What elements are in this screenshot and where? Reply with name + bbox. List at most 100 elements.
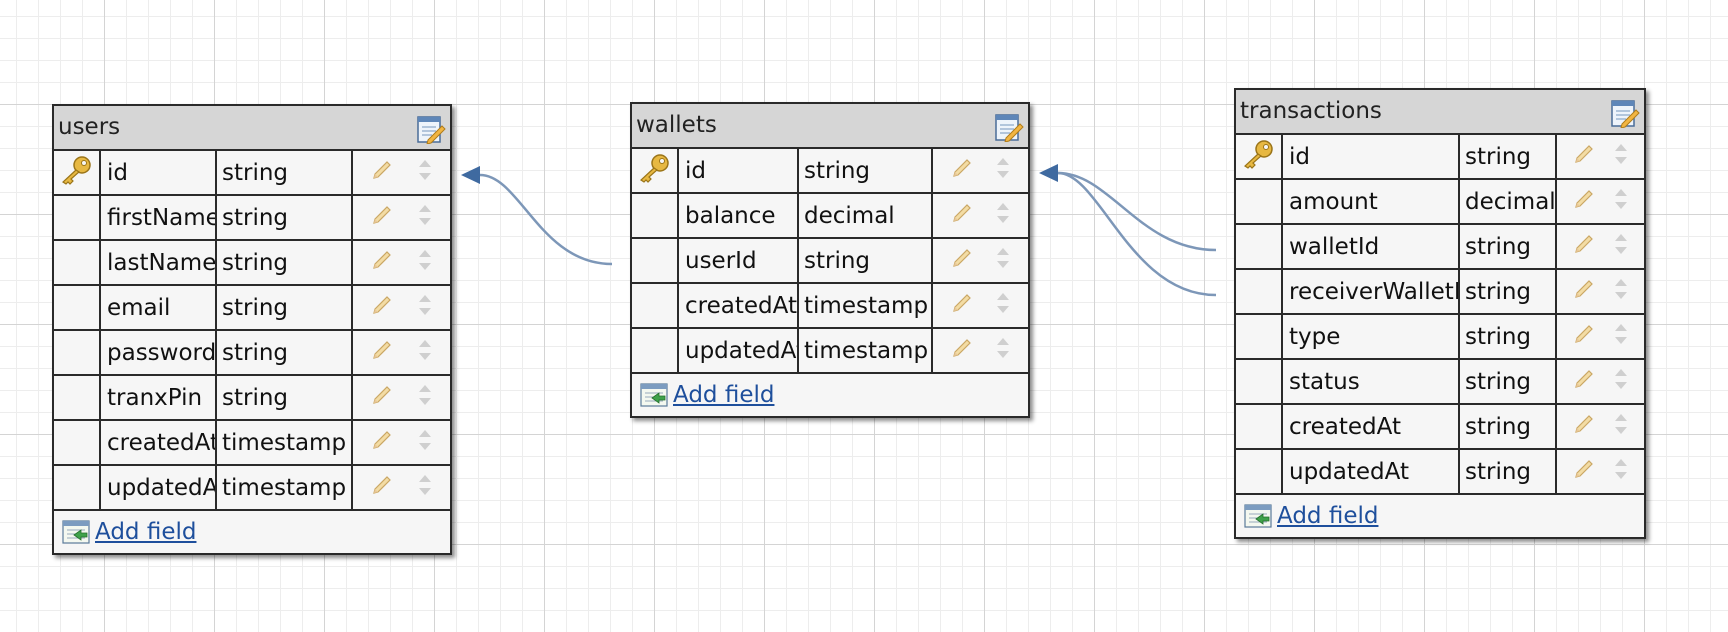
field-name[interactable]: status	[1283, 360, 1460, 403]
up-down-arrows-icon[interactable]	[995, 200, 1011, 232]
up-down-arrows-icon[interactable]	[417, 157, 433, 189]
pencil-icon[interactable]	[370, 428, 394, 458]
wallets-table-header[interactable]: wallets	[632, 104, 1028, 149]
field-name[interactable]: tranxPin	[101, 376, 217, 419]
up-down-arrows-icon[interactable]	[417, 247, 433, 279]
field-type[interactable]: string	[217, 376, 353, 419]
field-name[interactable]: userId	[679, 239, 799, 282]
field-type[interactable]: string	[1460, 135, 1557, 178]
field-name[interactable]: firstName	[101, 196, 217, 239]
field-type[interactable]: string	[217, 241, 353, 284]
add-field-link[interactable]: Add field	[1277, 503, 1379, 529]
field-name[interactable]: id	[1283, 135, 1460, 178]
pencil-icon[interactable]	[950, 201, 974, 231]
pencil-icon[interactable]	[950, 336, 974, 366]
pencil-icon[interactable]	[1572, 277, 1596, 307]
up-down-arrows-icon[interactable]	[1613, 186, 1629, 218]
field-type[interactable]: timestamp	[217, 466, 353, 509]
field-type[interactable]: string	[799, 239, 933, 282]
field-type[interactable]: decimal	[799, 194, 933, 237]
add-field-icon[interactable]	[1244, 504, 1272, 528]
field-name[interactable]: updatedAt	[679, 329, 799, 372]
field-type[interactable]: string	[1460, 360, 1557, 403]
field-type[interactable]: string	[1460, 315, 1557, 358]
field-type[interactable]: timestamp	[799, 284, 933, 327]
pencil-icon[interactable]	[1572, 367, 1596, 397]
up-down-arrows-icon[interactable]	[417, 472, 433, 504]
pencil-icon[interactable]	[1572, 412, 1596, 442]
pencil-icon[interactable]	[1572, 232, 1596, 262]
relation-transactions-receiverWalletId-to-wallets-id[interactable]	[1057, 171, 1217, 297]
pencil-icon[interactable]	[1572, 142, 1596, 172]
pencil-icon[interactable]	[1572, 187, 1596, 217]
field-type[interactable]: timestamp	[217, 421, 353, 464]
field-name[interactable]: id	[101, 151, 217, 194]
field-name[interactable]: createdAt	[1283, 405, 1460, 448]
pencil-icon[interactable]	[370, 338, 394, 368]
add-field-icon[interactable]	[62, 520, 90, 544]
pencil-icon[interactable]	[370, 203, 394, 233]
field-type[interactable]: timestamp	[799, 329, 933, 372]
field-type[interactable]: string	[1460, 225, 1557, 268]
pencil-icon[interactable]	[370, 158, 394, 188]
add-field-icon[interactable]	[640, 383, 668, 407]
field-type[interactable]: string	[217, 196, 353, 239]
field-type[interactable]: string	[1460, 450, 1557, 493]
pencil-icon[interactable]	[370, 473, 394, 503]
field-type[interactable]: string	[799, 149, 933, 192]
notepad-edit-icon[interactable]	[994, 112, 1024, 142]
pencil-icon[interactable]	[950, 291, 974, 321]
pencil-icon[interactable]	[1572, 457, 1596, 487]
field-type[interactable]: string	[217, 286, 353, 329]
field-name[interactable]: email	[101, 286, 217, 329]
up-down-arrows-icon[interactable]	[995, 335, 1011, 367]
field-name[interactable]: lastName	[101, 241, 217, 284]
notepad-edit-icon[interactable]	[1610, 98, 1640, 128]
up-down-arrows-icon[interactable]	[417, 382, 433, 414]
up-down-arrows-icon[interactable]	[417, 337, 433, 369]
up-down-arrows-icon[interactable]	[1613, 411, 1629, 443]
field-type[interactable]: string	[217, 331, 353, 374]
field-name[interactable]: walletId	[1283, 225, 1460, 268]
field-name[interactable]: createdAt	[679, 284, 799, 327]
up-down-arrows-icon[interactable]	[995, 155, 1011, 187]
field-name[interactable]: updatedAt	[101, 466, 217, 509]
up-down-arrows-icon[interactable]	[1613, 141, 1629, 173]
up-down-arrows-icon[interactable]	[995, 290, 1011, 322]
notepad-edit-icon[interactable]	[416, 114, 446, 144]
relation-transactions-walletId-to-wallets-id[interactable]	[1057, 171, 1217, 252]
up-down-arrows-icon[interactable]	[1613, 276, 1629, 308]
up-down-arrows-icon[interactable]	[1613, 321, 1629, 353]
pencil-icon[interactable]	[950, 246, 974, 276]
field-name[interactable]: amount	[1283, 180, 1460, 223]
pencil-icon[interactable]	[1572, 322, 1596, 352]
field-type[interactable]: string	[1460, 405, 1557, 448]
up-down-arrows-icon[interactable]	[1613, 231, 1629, 263]
field-type[interactable]: decimal	[1460, 180, 1557, 223]
field-name[interactable]: receiverWalletId	[1283, 270, 1460, 313]
relation-wallets-userId-to-users-id[interactable]	[479, 173, 613, 266]
up-down-arrows-icon[interactable]	[417, 292, 433, 324]
field-type[interactable]: string	[1460, 270, 1557, 313]
up-down-arrows-icon[interactable]	[417, 202, 433, 234]
